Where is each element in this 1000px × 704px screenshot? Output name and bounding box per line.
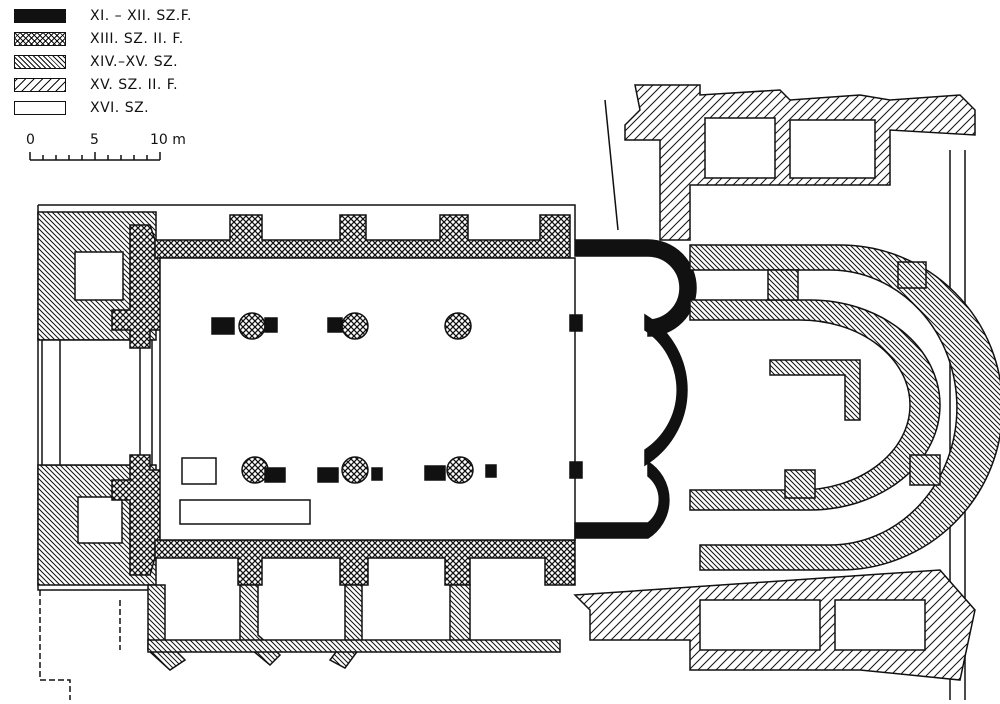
nave bbox=[159, 257, 576, 541]
legend-swatch-sparse bbox=[14, 77, 66, 92]
nave-columns bbox=[211, 312, 497, 484]
legend-item: XV. SZ. II. F. bbox=[14, 73, 192, 96]
scale-label-10: 10 m bbox=[150, 132, 186, 148]
legend-item: XVI. SZ. bbox=[14, 96, 192, 119]
legend: XI. – XII. SZ.F. XIII. SZ. II. F. XIV.–X… bbox=[14, 4, 192, 119]
tomb-slabs bbox=[179, 499, 311, 525]
plan-walls bbox=[37, 84, 1000, 700]
scale-label-5: 5 bbox=[90, 132, 99, 148]
main-apse bbox=[644, 313, 688, 467]
scale-bar bbox=[29, 152, 161, 161]
east-ambulatory bbox=[689, 299, 941, 511]
legend-item: XIII. SZ. II. F. bbox=[14, 27, 192, 50]
south-apse bbox=[574, 460, 670, 539]
legend-label: XI. – XII. SZ.F. bbox=[90, 7, 193, 24]
legend-label: XVI. SZ. bbox=[90, 99, 150, 116]
north-apse bbox=[574, 239, 697, 337]
legend-swatch-solid bbox=[14, 8, 66, 23]
west-porch bbox=[41, 339, 153, 466]
legend-swatch-dense bbox=[14, 54, 66, 69]
legend-swatch-crosshatch bbox=[14, 31, 66, 46]
legend-item: XIV.–XV. SZ. bbox=[14, 50, 192, 73]
legend-item: XI. – XII. SZ.F. bbox=[14, 4, 192, 27]
scale-label-0: 0 bbox=[26, 132, 35, 148]
legend-label: XIV.–XV. SZ. bbox=[90, 53, 179, 70]
legend-swatch-blank bbox=[14, 100, 66, 115]
legend-label: XV. SZ. II. F. bbox=[90, 76, 179, 93]
legend-label: XIII. SZ. II. F. bbox=[90, 30, 184, 47]
